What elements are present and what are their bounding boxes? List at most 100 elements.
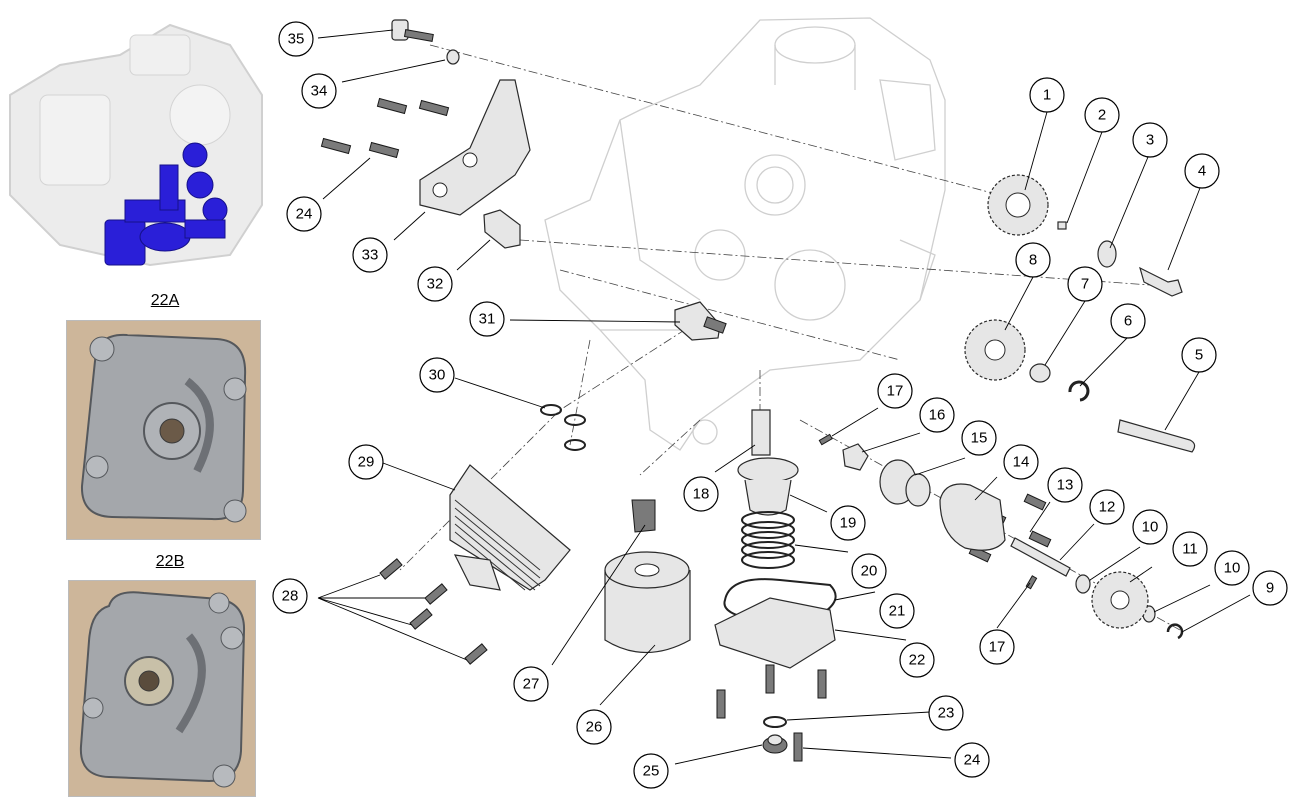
part-washer-10a xyxy=(1075,574,1091,594)
callout-9: 9 xyxy=(1252,570,1288,606)
callout-27: 27 xyxy=(513,666,549,702)
svg-text:21: 21 xyxy=(889,603,906,620)
svg-text:32: 32 xyxy=(427,276,444,293)
callout-3: 3 xyxy=(1132,122,1168,158)
svg-text:26: 26 xyxy=(586,719,603,736)
photo-a-label: 22A xyxy=(150,292,180,309)
callout-28: 28 xyxy=(272,578,308,614)
part-orings-30 xyxy=(540,404,586,451)
part-washer-34 xyxy=(446,49,460,65)
callout-26: 26 xyxy=(576,709,612,745)
callout-10a: 10 xyxy=(1132,509,1168,545)
part-bolt-35 xyxy=(391,19,434,42)
callout-16: 16 xyxy=(919,397,955,433)
svg-text:20: 20 xyxy=(861,563,878,580)
ghost-engine-block xyxy=(9,23,263,267)
callout-5: 5 xyxy=(1181,337,1217,373)
svg-text:6: 6 xyxy=(1124,313,1132,330)
svg-text:34: 34 xyxy=(311,83,328,100)
part-spring-20 xyxy=(741,511,795,569)
svg-text:17: 17 xyxy=(887,383,904,400)
callout-7: 7 xyxy=(1067,266,1103,302)
svg-text:3: 3 xyxy=(1146,132,1154,149)
callout-17a: 17 xyxy=(877,373,913,409)
svg-text:29: 29 xyxy=(358,454,375,471)
callout-1: 1 xyxy=(1029,77,1065,113)
part-pin-17b xyxy=(1025,575,1038,590)
svg-text:5: 5 xyxy=(1195,347,1203,364)
part-bolts-24-upper xyxy=(320,97,450,159)
part-filter-nipple-27 xyxy=(631,499,656,533)
part-washer-3 xyxy=(1097,240,1117,268)
svg-text:19: 19 xyxy=(840,515,857,532)
photo-b-label: 22B xyxy=(155,553,185,570)
callout-31: 31 xyxy=(469,301,505,337)
part-oil-filter-26 xyxy=(604,551,691,654)
callout-6: 6 xyxy=(1110,303,1146,339)
part-gear-8 xyxy=(964,319,1026,381)
cover-photo-22b xyxy=(68,580,256,797)
callout-33: 33 xyxy=(352,237,388,273)
cover-photo-22a xyxy=(66,320,261,540)
svg-text:2: 2 xyxy=(1098,107,1106,124)
svg-text:23: 23 xyxy=(938,705,955,722)
callout-29: 29 xyxy=(348,444,384,480)
part-oil-cooler-29 xyxy=(449,464,571,591)
part-strainer-19 xyxy=(737,457,799,516)
leader-lines xyxy=(317,29,1251,765)
part-gasket-21 xyxy=(723,578,837,622)
callout-34: 34 xyxy=(301,73,337,109)
svg-text:30: 30 xyxy=(429,367,446,384)
part-circlip-9 xyxy=(1166,623,1184,640)
part-oring-23 xyxy=(763,716,787,728)
svg-text:31: 31 xyxy=(479,311,496,328)
svg-text:10: 10 xyxy=(1224,560,1241,577)
callout-2: 2 xyxy=(1084,97,1120,133)
svg-text:18: 18 xyxy=(693,486,710,503)
svg-text:10: 10 xyxy=(1142,519,1159,536)
svg-text:1: 1 xyxy=(1043,87,1051,104)
callout-30: 30 xyxy=(419,357,455,393)
part-pin-17a xyxy=(818,433,833,446)
svg-text:25: 25 xyxy=(643,763,660,780)
svg-text:11: 11 xyxy=(1182,541,1198,558)
callout-25: 25 xyxy=(633,753,669,789)
part-drain-plug-25 xyxy=(762,734,788,754)
callout-14: 14 xyxy=(1003,444,1039,480)
svg-text:9: 9 xyxy=(1266,580,1274,597)
svg-text:4: 4 xyxy=(1198,163,1206,180)
svg-text:33: 33 xyxy=(362,247,379,264)
callout-17b: 17 xyxy=(979,629,1015,665)
callout-4: 4 xyxy=(1184,153,1220,189)
highlighted-oil-system xyxy=(104,142,228,266)
part-sump-cover-22 xyxy=(714,597,836,669)
svg-text:14: 14 xyxy=(1013,454,1030,471)
callout-18: 18 xyxy=(683,476,719,512)
svg-text:17: 17 xyxy=(989,639,1006,656)
part-pipe-18 xyxy=(751,409,771,456)
svg-text:28: 28 xyxy=(282,588,299,605)
callout-20: 20 xyxy=(851,553,887,589)
callout-23: 23 xyxy=(928,695,964,731)
part-inner-rotor-16 xyxy=(842,443,869,471)
part-washer-7 xyxy=(1029,363,1051,383)
part-adapter-32 xyxy=(483,209,521,249)
svg-text:8: 8 xyxy=(1029,252,1037,269)
callout-19: 19 xyxy=(830,505,866,541)
svg-text:13: 13 xyxy=(1057,477,1074,494)
callout-21: 21 xyxy=(879,593,915,629)
svg-text:12: 12 xyxy=(1099,499,1116,516)
part-bracket-33 xyxy=(419,79,531,216)
part-circlip-6 xyxy=(1068,380,1090,402)
svg-text:16: 16 xyxy=(929,407,946,424)
ghost-crankcase xyxy=(544,17,946,451)
part-rotor-15 xyxy=(879,459,931,507)
callout-13: 13 xyxy=(1047,467,1083,503)
part-shaft-5 xyxy=(1117,419,1196,453)
svg-text:27: 27 xyxy=(523,676,540,693)
callout-12: 12 xyxy=(1089,489,1125,525)
callout-11: 11 xyxy=(1172,531,1208,567)
part-pump-cover-14 xyxy=(939,483,1006,551)
callout-10b: 10 xyxy=(1214,550,1250,586)
